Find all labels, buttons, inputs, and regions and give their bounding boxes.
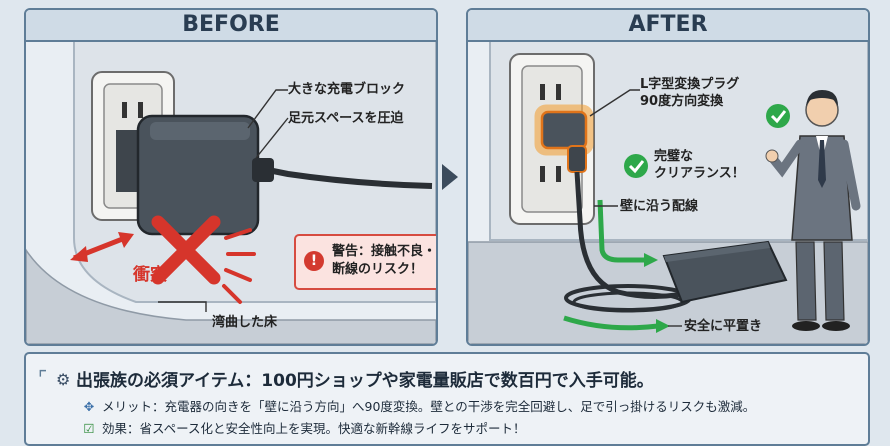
- label-curved-floor: 湾曲した床: [212, 315, 278, 330]
- label-l-plug-line-1: L字型変換プラグ: [640, 77, 740, 92]
- summary-merit-text: メリット：充電器の向きを「壁に沿う方向」へ90度変換。壁との干渉を完全回避し、足…: [102, 399, 756, 414]
- summary-effect: ☑ 効果：省スペース化と安全性向上を実現。快適な新幹線ライフをサポート！: [80, 418, 526, 437]
- warning-line-2: 断線のリスク！: [332, 262, 424, 277]
- transition-arrow-icon: [442, 164, 458, 190]
- summary-box: ⌜ ⚙ 出張族の必須アイテム：100円ショップや家電量販店で数百円で入手可能。 …: [24, 352, 870, 446]
- label-clearance: 完璧な クリアランス！: [654, 148, 745, 182]
- after-illustration: [468, 39, 868, 344]
- warning-text: 警告：接触不良・ 断線のリスク！: [332, 243, 436, 279]
- before-panel: BEFORE 大きな充電ブロック 足元スペースを圧迫 衝突 ! 警告：接触不良・…: [24, 8, 438, 346]
- before-title: BEFORE: [26, 10, 436, 42]
- summary-merit: ✥ メリット：充電器の向きを「壁に沿う方向」へ90度変換。壁との干渉を完全回避し、…: [80, 396, 756, 415]
- before-illustration: [26, 39, 436, 344]
- warning-box: ! 警告：接触不良・ 断線のリスク！: [294, 234, 436, 290]
- label-along-wall: 壁に沿う配線: [620, 199, 699, 214]
- label-collision: 衝突: [133, 265, 167, 285]
- gear-icon: ⚙: [56, 370, 71, 389]
- after-title: AFTER: [468, 10, 868, 42]
- label-charger-block: 大きな充電ブロック: [288, 82, 406, 97]
- label-place-flat: 安全に平置き: [684, 319, 763, 334]
- label-foot-space: 足元スペースを圧迫: [288, 111, 404, 126]
- label-l-plug-line-2: 90度方向変換: [640, 94, 724, 109]
- label-l-plug: L字型変換プラグ 90度方向変換: [640, 76, 739, 110]
- businessman-figure: [765, 90, 861, 331]
- exclamation-icon: !: [304, 251, 324, 271]
- bracket-icon: ⌜: [38, 366, 48, 390]
- after-panel: AFTER L字型変換プラグ 90度方向変換 完璧な クリアランス！ 壁に沿う配…: [466, 8, 870, 346]
- warning-line-1: 警告：接触不良・: [332, 244, 437, 259]
- label-clearance-line-2: クリアランス！: [654, 166, 745, 181]
- label-clearance-line-1: 完璧な: [654, 149, 694, 164]
- arrows-icon: ✥: [83, 399, 95, 414]
- summary-headline: 出張族の必須アイテム：100円ショップや家電量販店で数百円で入手可能。: [76, 371, 654, 391]
- checkbox-icon: ☑: [83, 421, 95, 436]
- summary-effect-text: 効果：省スペース化と安全性向上を実現。快適な新幹線ライフをサポート！: [102, 421, 526, 436]
